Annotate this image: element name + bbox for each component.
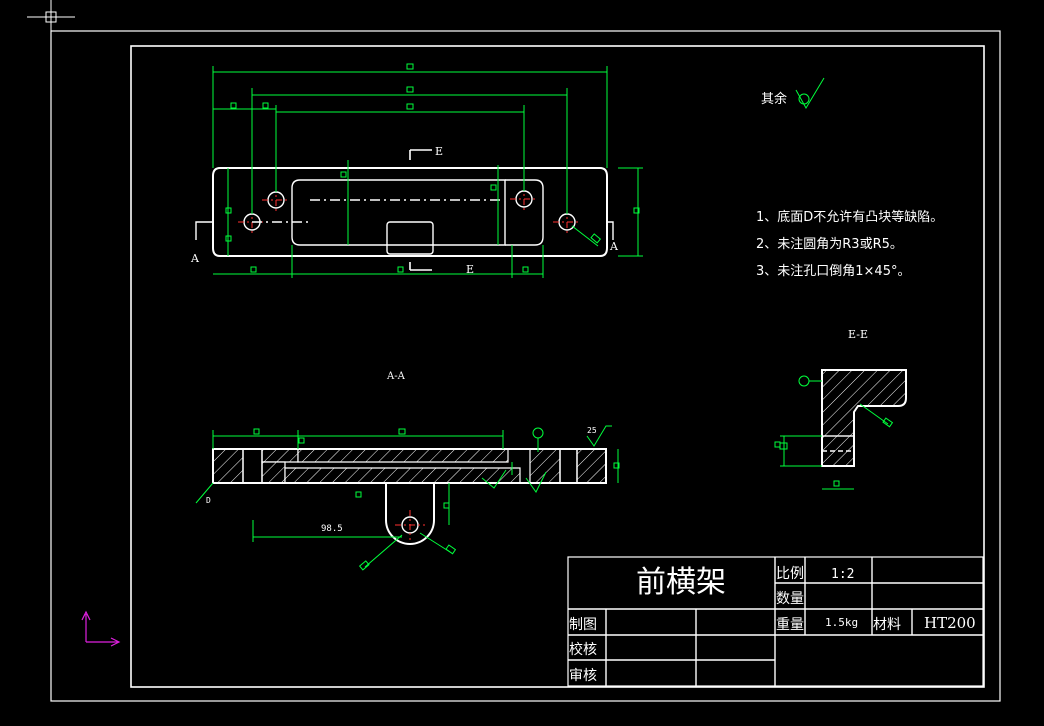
view-title-ee: E-E [848, 328, 868, 341]
material-value: HT200 [924, 614, 976, 632]
section-label-a-left: A [190, 252, 200, 265]
weight-value: 1.5kg [825, 616, 858, 629]
roughness-symbol-icon [795, 77, 825, 109]
drawn-label: 制图 [569, 617, 597, 633]
section-label-a-right: A [609, 240, 619, 253]
scale-value: 1:2 [831, 567, 854, 582]
note-3: 3、未注孔口倒角1×45°。 [756, 264, 910, 279]
section-ee-view [774, 369, 907, 490]
section-aa-view [195, 425, 620, 571]
roughness-25: 25 [587, 426, 597, 435]
weight-label: 重量 [776, 617, 804, 633]
surface-finish-label: 其余 [761, 91, 787, 107]
view-title-aa: A-A [386, 371, 406, 382]
dim-98-5: 98.5 [321, 524, 343, 534]
outer-sheet-border [50, 30, 1001, 702]
part-name: 前横架 [636, 565, 726, 600]
scale-label: 比例 [776, 566, 804, 582]
material-label: 材料 [873, 617, 901, 633]
checked-label: 校核 [569, 641, 597, 658]
inner-frame-border [130, 45, 985, 688]
note-1: 1、底面D不允许有凸块等缺陷。 [756, 209, 943, 225]
top-view [195, 63, 643, 278]
label-d: D [206, 496, 211, 505]
approved-label: 审核 [569, 668, 597, 684]
section-label-e-bottom: E [466, 263, 474, 276]
note-2: 2、未注圆角为R3或R5。 [756, 237, 903, 252]
ucs-axis-icon [81, 610, 121, 647]
section-label-e-top: E [435, 145, 443, 158]
quantity-label: 数量 [776, 591, 804, 607]
title-block [567, 556, 984, 687]
